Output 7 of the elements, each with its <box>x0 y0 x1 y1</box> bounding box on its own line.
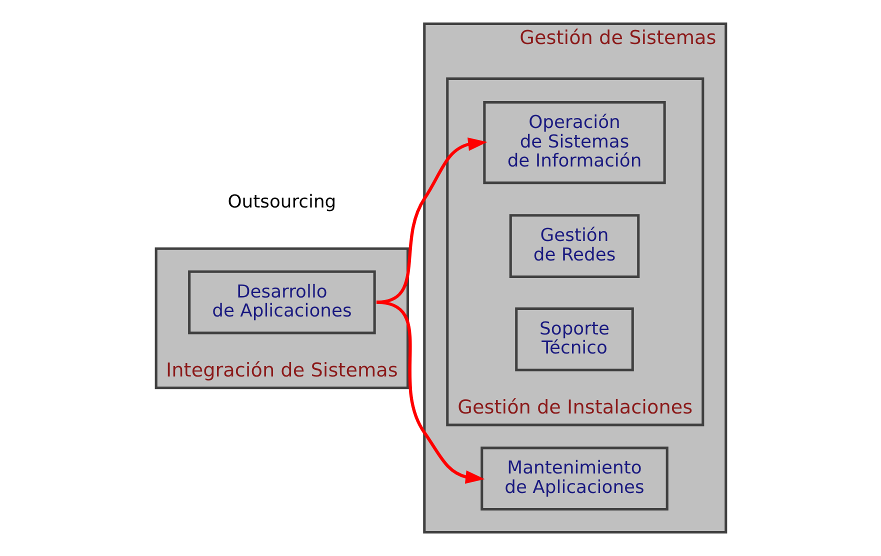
arrow <box>376 137 487 304</box>
node-box: Gestión de Redes <box>508 214 640 278</box>
node-box: Mantenimiento de Aplicaciones <box>480 446 668 511</box>
node-box: Operación de Sistemas de Información <box>482 101 666 184</box>
node-box: Soporte Técnico <box>514 307 634 372</box>
node-box: Desarrollo de Aplicaciones <box>188 270 376 334</box>
label: Outsourcing <box>227 191 336 212</box>
